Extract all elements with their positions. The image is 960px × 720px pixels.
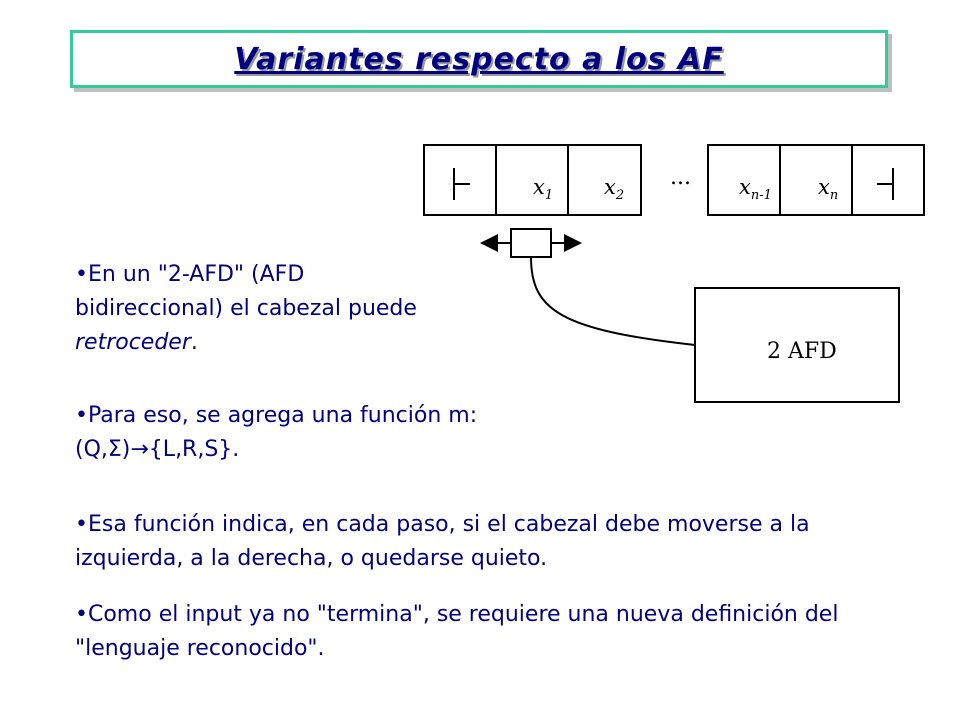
p4-text: Como el input ya no "termina", se requie… <box>75 602 839 661</box>
paragraph-1: •En un "2-AFD" (AFD bidireccional) el ca… <box>75 258 455 360</box>
bullet: • <box>75 262 88 287</box>
bullet: • <box>75 403 88 428</box>
p2-text: Para eso, se agrega una función m:(Q,Σ)→… <box>75 403 478 462</box>
arrow-left-icon <box>480 234 498 252</box>
read-head <box>494 228 568 258</box>
p3-text: Esa función indica, en cada paso, si el … <box>75 512 810 571</box>
tape-cell-x1: x1 <box>533 175 553 203</box>
right-endmarker-icon <box>877 168 894 200</box>
tape-cell-xn: xn <box>818 175 838 203</box>
tape-cell-xn-1: xn-1 <box>739 175 772 203</box>
head-connector <box>530 256 696 346</box>
p1-text: En un "2-AFD" (AFD bidireccional) el cab… <box>75 262 417 321</box>
p1-emphasis: retroceder <box>75 330 191 355</box>
bullet: • <box>75 512 88 537</box>
paragraph-2: •Para eso, se agrega una función m:(Q,Σ)… <box>75 399 575 467</box>
control-box <box>694 287 900 403</box>
tape-right-segment <box>707 144 925 216</box>
tape-cell-x2: x2 <box>604 175 624 203</box>
arrow-right-icon <box>564 234 582 252</box>
p1-end: . <box>190 330 198 355</box>
tape-ellipsis: ... <box>670 165 691 190</box>
paragraph-3: •Esa función indica, en cada paso, si el… <box>75 508 920 576</box>
left-endmarker-icon <box>453 168 470 200</box>
tape-left-segment <box>423 144 642 216</box>
title-box: Variantes respecto a los AF <box>70 30 888 88</box>
bullet: • <box>75 602 88 627</box>
control-box-label: 2 AFD <box>767 339 837 364</box>
paragraph-4: •Como el input ya no "termina", se requi… <box>75 598 920 666</box>
page-title: Variantes respecto a los AF <box>234 41 724 77</box>
